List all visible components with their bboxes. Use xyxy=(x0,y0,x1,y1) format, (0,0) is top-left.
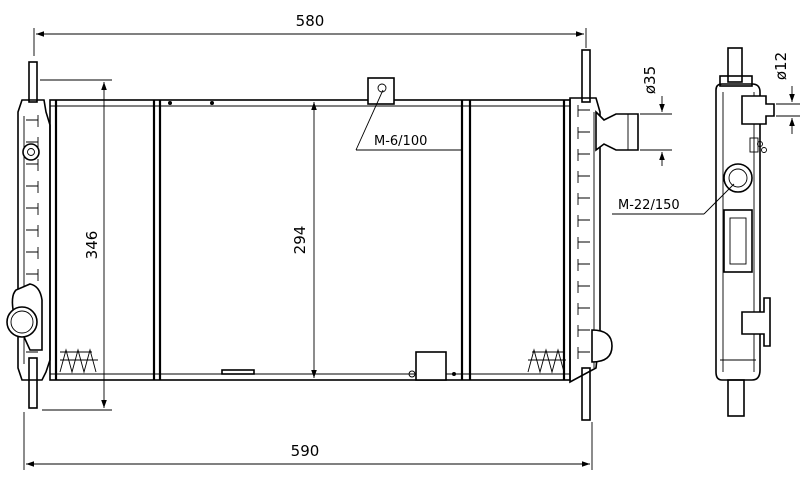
fin-hatch-right xyxy=(527,348,566,374)
side-outlet-pipe xyxy=(741,297,771,347)
bottom-mount-bracket xyxy=(415,351,447,381)
radiator-side-view xyxy=(715,47,775,417)
dim-core-height: 294 xyxy=(291,226,309,255)
upper-outlet-pipe xyxy=(595,110,639,152)
dim-overall-height: 346 xyxy=(83,231,101,260)
top-mount-bracket xyxy=(367,77,395,105)
dim-bottom-width: 590 xyxy=(291,442,320,460)
fin-hatch-left xyxy=(59,348,98,374)
right-tank xyxy=(569,49,639,421)
right-tank-ribs xyxy=(577,105,590,359)
radiator-core xyxy=(49,77,571,381)
drain-plug-icon xyxy=(22,143,40,161)
dimension-lines: 580 590 346 294 ø35 ø12 xyxy=(23,12,800,470)
dim-nipple-diameter: ø12 xyxy=(772,52,790,80)
lower-inlet-pipe-icon xyxy=(6,306,38,338)
dim-top-width: 580 xyxy=(296,12,325,30)
label-thread-top: M-6/100 xyxy=(374,134,427,149)
left-tank-ribs xyxy=(26,115,39,353)
radiator-front-view xyxy=(6,49,639,421)
lower-outlet-stub xyxy=(591,329,613,363)
filler-port-icon xyxy=(723,163,753,193)
left-tank xyxy=(6,61,51,409)
label-thread-side: M-22/150 xyxy=(618,198,680,213)
side-nipple-pipe xyxy=(741,95,775,125)
dim-outlet-diameter: ø35 xyxy=(641,66,659,94)
mount-hole-icon xyxy=(408,370,416,378)
thread-callouts: M-6/100 M-22/150 xyxy=(355,89,735,215)
